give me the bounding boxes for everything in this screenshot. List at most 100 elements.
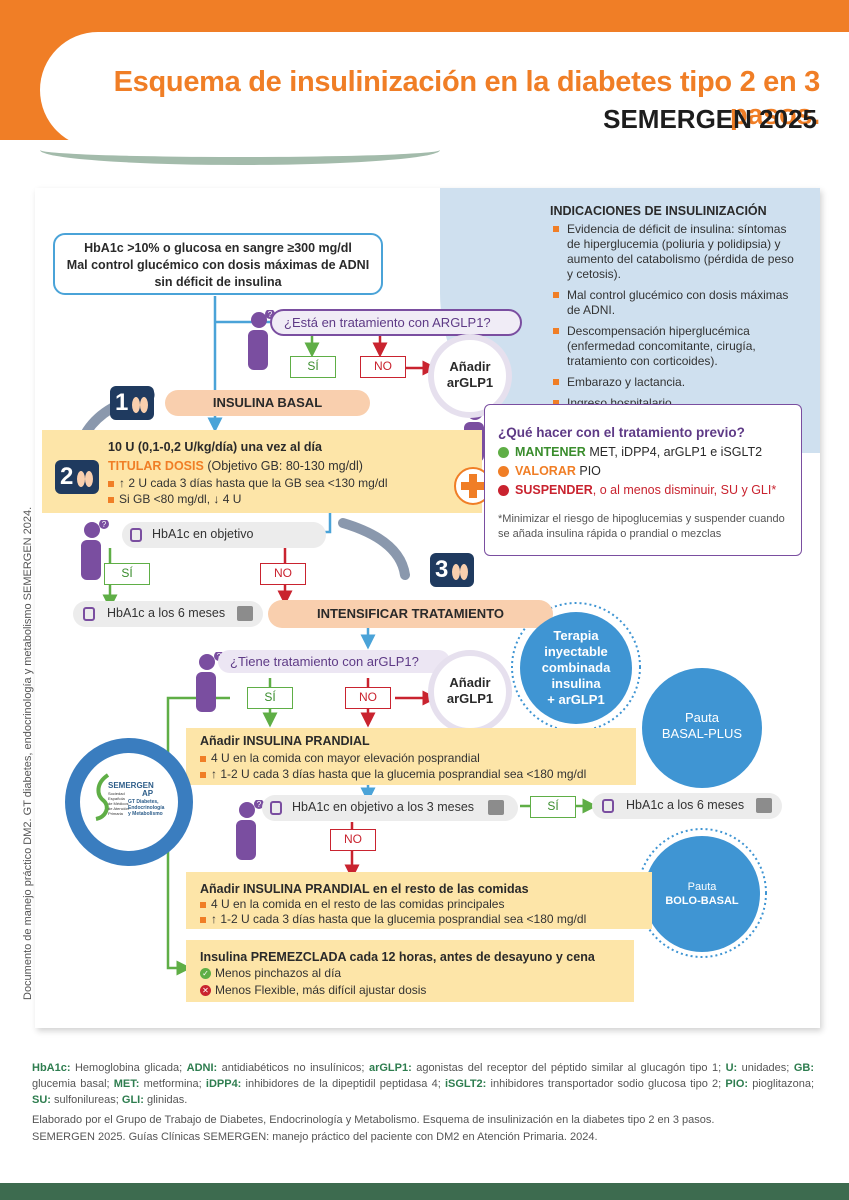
answer-no: NO	[260, 563, 306, 585]
indications-list: Evidencia de déficit de insulina: síntom…	[553, 222, 798, 417]
combined-therapy-circle: Terapia inyectable combinada insulina + …	[520, 612, 632, 724]
step-1-badge: 1	[110, 386, 154, 420]
logo-name: SEMERGEN	[108, 781, 154, 790]
hba1c-target-check: HbA1c en objetivo	[122, 522, 326, 548]
feet-icon	[132, 397, 148, 413]
step-number: 1	[115, 389, 129, 416]
add-label: Añadir	[449, 359, 491, 374]
start-criteria-box: HbA1c >10% o glucosa en sangre ≥300 mg/d…	[53, 233, 383, 295]
add-arglp1-circle: Añadir arGLP1	[428, 650, 512, 734]
start-line-1: HbA1c >10% o glucosa en sangre ≥300 mg/d…	[84, 241, 352, 255]
svg-text:?: ?	[257, 800, 262, 809]
question-has-glp1: ¿Tiene tratamiento con arGLP1?	[218, 650, 450, 673]
answer-yes: SÍ	[290, 356, 336, 378]
insulina-basal-pill: INSULINA BASAL	[165, 390, 370, 416]
hba1c-6-months-1: HbA1c a los 6 meses	[73, 601, 263, 627]
indication-item: Embarazo y lactancia.	[553, 375, 798, 390]
question-glp1: ¿Está en tratamiento con ARGLP1?	[270, 309, 522, 336]
calendar-icon	[488, 800, 504, 815]
cross-icon: ✕	[200, 985, 211, 997]
stop-line: SUSPENDER, o al menos disminuir, SU y GL…	[498, 483, 776, 497]
answer-no: NO	[360, 356, 406, 378]
plus-icon	[454, 467, 492, 505]
decorative-swoosh	[40, 135, 440, 165]
prandial-line-2: ↑ 1-2 U cada 3 días hasta que la glucemi…	[200, 767, 586, 781]
keep-line: MANTENER MET, iDPP4, arGLP1 e iSGLT2	[498, 445, 762, 459]
thinking-person-icon: ?	[81, 520, 109, 580]
svg-text:?: ?	[268, 310, 273, 319]
svg-text:?: ?	[102, 520, 107, 529]
calendar-icon	[756, 798, 772, 813]
glucometer-icon	[270, 801, 282, 815]
hba1c-target-label: HbA1c en objetivo	[152, 527, 254, 541]
basal-dose-box	[42, 430, 482, 513]
abbreviations-footer: HbA1c: Hemoglobina glicada; ADNI: antidi…	[32, 1062, 815, 1106]
step-3-badge: 3	[430, 553, 474, 587]
start-line-3: sin déficit de insulina	[154, 275, 282, 289]
thinking-person-icon: ?	[248, 310, 275, 370]
answer-yes: SÍ	[530, 796, 576, 818]
bolo-basal-circle: Pauta BOLO-BASAL	[644, 836, 760, 952]
intensify-pill: INTENSIFICAR TRATAMIENTO	[268, 600, 553, 628]
header-card	[40, 32, 849, 148]
add-drug-label: arGLP1	[446, 691, 494, 706]
prandial-rest-line-1: 4 U en la comida en el resto de las comi…	[200, 897, 504, 911]
titrate-step-1: ↑ 2 U cada 3 días hasta que la GB sea <1…	[108, 476, 388, 490]
smile-icon	[498, 447, 509, 459]
indication-item: Evidencia de déficit de insulina: síntom…	[553, 222, 798, 282]
prandial-rest-line-2: ↑ 1-2 U cada 3 días hasta que la glucemi…	[200, 912, 586, 926]
footer-band	[0, 1183, 849, 1200]
answer-no: NO	[345, 687, 391, 709]
add-drug-label: arGLP1	[446, 375, 494, 390]
titrate-line: TITULAR DOSIS (Objetivo GB: 80-130 mg/dl…	[108, 459, 363, 473]
previous-treatment-box	[484, 404, 802, 556]
hba1c-3-months-check: HbA1c en objetivo a los 3 meses	[262, 795, 518, 821]
glucometer-icon	[83, 607, 95, 621]
basal-dose-title: 10 U (0,1-0,2 U/kg/día) una vez al día	[108, 440, 322, 454]
semergen-logo-mark	[95, 773, 110, 821]
prandial-box	[186, 728, 636, 785]
answer-no: NO	[330, 829, 376, 851]
prandial-rest-box	[186, 872, 652, 929]
prev-treatment-title: ¿Qué hacer con el tratamiento previo?	[498, 425, 745, 440]
prandial-line-1: 4 U en la comida con mayor elevación pos…	[200, 751, 480, 765]
feet-icon	[452, 564, 468, 580]
check-icon: ✓	[200, 968, 211, 980]
prandial-rest-title: Añadir INSULINA PRANDIAL en el resto de …	[200, 882, 529, 896]
feet-icon	[77, 471, 93, 487]
calendar-icon	[237, 606, 253, 621]
assess-line: VALORAR PIO	[498, 464, 601, 478]
glucometer-icon	[602, 799, 614, 813]
premix-title: Insulina PREMEZCLADA cada 12 horas, ante…	[200, 950, 595, 964]
premix-box	[186, 940, 634, 1002]
page-title: Esquema de insulinización en la diabetes…	[113, 66, 821, 131]
logo-ap: AP	[142, 789, 154, 798]
titrate-label: TITULAR DOSIS	[108, 459, 204, 473]
hba1c-6m-label: HbA1c a los 6 meses	[107, 606, 226, 620]
citation-footer: Elaborado por el Grupo de Trabajo de Dia…	[32, 1114, 715, 1143]
page-subtitle: SEMERGEN 2025	[603, 104, 817, 134]
hba1c-6m-label: HbA1c a los 6 meses	[626, 798, 745, 812]
hba1c-6-months-2: HbA1c a los 6 meses	[592, 793, 782, 819]
answer-yes: SÍ	[247, 687, 293, 709]
answer-yes: SÍ	[104, 563, 150, 585]
sad-face-icon	[498, 485, 509, 497]
prandial-title: Añadir INSULINA PRANDIAL	[200, 734, 370, 748]
indications-title: INDICACIONES DE INSULINIZACIÓN	[550, 204, 767, 218]
glucometer-icon	[130, 528, 142, 542]
step-number: 3	[435, 556, 449, 583]
hba1c-3m-label: HbA1c en objetivo a los 3 meses	[292, 800, 475, 814]
basal-plus-circle: Pauta BASAL-PLUS	[642, 668, 762, 788]
premix-con: ✕Menos Flexible, más difícil ajustar dos…	[200, 983, 426, 997]
add-label: Añadir	[449, 675, 491, 690]
step-number: 2	[60, 463, 74, 490]
titrate-step-2: Si GB <80 mg/dl, ↓ 4 U	[108, 492, 241, 506]
step-2-badge: 2	[55, 460, 99, 494]
indication-item: Mal control glucémico con dosis máximas …	[553, 288, 798, 318]
titrate-goal: (Objetivo GB: 80-130 mg/dl)	[203, 459, 363, 473]
start-line-2: Mal control glucémico con dosis máximas …	[66, 258, 370, 272]
indication-item: Descompensación hiperglucémica (enfermed…	[553, 324, 798, 369]
